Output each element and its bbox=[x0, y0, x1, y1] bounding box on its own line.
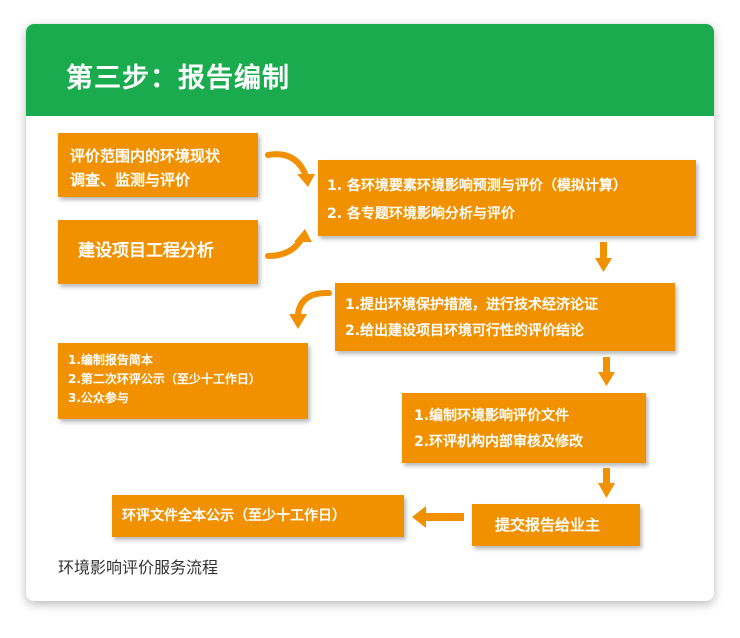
arrowhead-icon bbox=[595, 258, 612, 272]
arrowhead-icon bbox=[297, 174, 315, 187]
down-arrow-icon bbox=[603, 468, 610, 486]
box-line: 环评文件全本公示（至少十工作日） bbox=[122, 508, 346, 524]
arrowhead-icon bbox=[598, 483, 615, 498]
process-card: 第三步：报告编制 评价范围内的环境现状 调查、监测与评价 建设项目工程分析 1.… bbox=[26, 24, 714, 601]
box-line: 2.给出建设项目环境可行性的评价结论 bbox=[345, 323, 585, 339]
down-arrow-icon bbox=[600, 242, 607, 262]
box-full-publicity: 环评文件全本公示（至少十工作日） bbox=[112, 495, 404, 537]
box-line: 2.环评机构内部审核及修改 bbox=[414, 434, 584, 450]
arrowhead-icon bbox=[289, 314, 307, 329]
down-arrow-icon bbox=[603, 357, 610, 375]
box-protection: 1.提出环境保护措施，进行技术经济论证 2.给出建设项目环境可行性的评价结论 bbox=[335, 283, 675, 351]
box-line: 1.提出环境保护措施，进行技术经济论证 bbox=[345, 297, 599, 313]
arrowhead-icon bbox=[598, 372, 615, 386]
arrowhead-icon bbox=[294, 229, 312, 242]
curved-arrow-icon bbox=[265, 151, 309, 179]
box-public: 1.编制报告简本 2.第二次环评公示（至少十工作日） 3.公众参与 bbox=[58, 343, 308, 419]
box-line: 3.公众参与 bbox=[68, 391, 129, 405]
box-submit: 提交报告给业主 bbox=[472, 504, 640, 546]
box-line: 建设项目工程分析 bbox=[78, 241, 214, 261]
left-arrow-icon bbox=[424, 513, 464, 521]
box-line: 2. 各专题环境影响分析与评价 bbox=[327, 206, 515, 222]
box-line: 调查、监测与评价 bbox=[70, 171, 191, 189]
box-line: 1.编制报告简本 bbox=[68, 353, 153, 367]
box-line: 2.第二次环评公示（至少十工作日） bbox=[68, 372, 261, 386]
box-compile-file: 1.编制环境影响评价文件 2.环评机构内部审核及修改 bbox=[402, 393, 646, 463]
box-prediction: 1. 各环境要素环境影响预测与评价（模拟计算） 2. 各专题环境影响分析与评价 bbox=[318, 160, 696, 236]
box-line: 评价范围内的环境现状 bbox=[70, 147, 221, 165]
curved-arrow-icon bbox=[295, 289, 332, 317]
caption: 环境影响评价服务流程 bbox=[58, 558, 219, 577]
box-line: 1.编制环境影响评价文件 bbox=[414, 408, 570, 424]
box-scope-survey: 评价范围内的环境现状 调查、监测与评价 bbox=[58, 133, 258, 197]
box-line: 提交报告给业主 bbox=[495, 516, 601, 534]
box-line: 1. 各环境要素环境影响预测与评价（模拟计算） bbox=[327, 178, 627, 194]
header-bar: 第三步：报告编制 bbox=[26, 24, 714, 116]
flow-arrows bbox=[265, 151, 615, 528]
arrowhead-icon bbox=[412, 506, 426, 528]
box-project-analysis: 建设项目工程分析 bbox=[58, 220, 258, 284]
page-title: 第三步：报告编制 bbox=[66, 63, 290, 94]
